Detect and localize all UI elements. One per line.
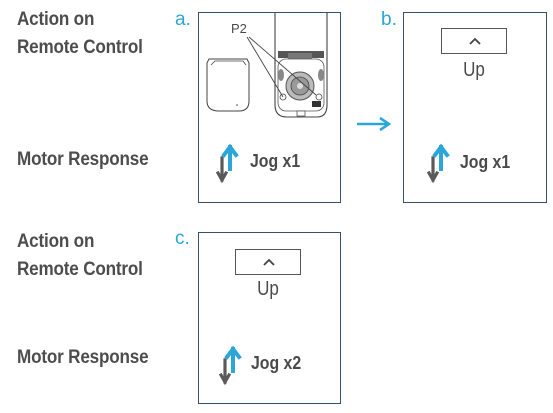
next-step-arrow-icon: [357, 116, 392, 132]
row2-action-label-line2: Remote Control: [17, 259, 143, 280]
step-c-panel: Up Jog x2: [198, 232, 341, 404]
up-button: [235, 249, 301, 275]
up-button-label: Up: [463, 59, 485, 81]
row2-action-label-line1: Action on: [17, 231, 95, 252]
row1-action-label-line1: Action on: [17, 9, 95, 30]
jog-arrows-icon: [218, 345, 242, 386]
remote-control-illustration: [206, 13, 328, 118]
step-letter-a: a.: [175, 9, 191, 30]
chevron-up-icon: [263, 258, 275, 266]
motor-response-text-b: Jog x1: [460, 152, 511, 172]
chevron-up-icon: [469, 37, 481, 45]
motor-response-text-a: Jog x1: [250, 151, 301, 171]
step-a-panel: P2 Jog x1: [198, 12, 341, 203]
step-b-panel: Up Jog x1: [403, 12, 547, 203]
up-button-label: Up: [257, 278, 279, 300]
row1-action-label-line2: Remote Control: [17, 37, 143, 58]
jog-arrows-icon: [215, 143, 239, 184]
step-letter-b: b.: [381, 9, 397, 30]
motor-response-text-c: Jog x2: [251, 353, 302, 373]
step-letter-c: c.: [175, 228, 190, 249]
row2-motor-label: Motor Response: [17, 347, 149, 368]
up-button: [441, 28, 507, 54]
jog-arrows-icon: [426, 143, 450, 184]
row1-motor-label: Motor Response: [17, 149, 149, 170]
p2-callout-label: P2: [231, 21, 247, 36]
